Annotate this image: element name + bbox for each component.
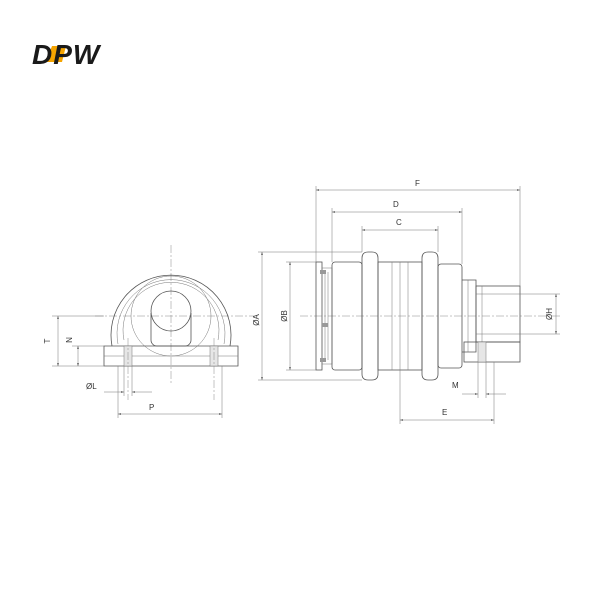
side-mount-hole (477, 341, 487, 363)
logo-accent-mark (46, 46, 66, 62)
dim-N-label: N (65, 337, 74, 343)
dim-B-label: ØB (280, 310, 289, 322)
dpw-logo: DPW (32, 40, 102, 70)
dim-F-label: F (415, 179, 420, 188)
front-view: T N ØL P (43, 245, 255, 418)
dim-H-label: ØH (545, 308, 554, 320)
dim-C-label: C (396, 218, 402, 227)
front-inner-ring (122, 282, 220, 341)
dim-D-label: D (393, 200, 399, 209)
side-shaft-end (475, 285, 521, 343)
front-mounting-foot (103, 345, 239, 367)
side-seal-lip-bottom (320, 358, 326, 362)
side-hub-right (437, 263, 463, 369)
dim-P-label: P (149, 403, 154, 412)
side-seal-lip-top (320, 270, 326, 274)
side-view: F D C ØA ØB ØH M E (252, 179, 560, 424)
dim-E-label: E (442, 408, 447, 417)
dim-T-label: T (43, 338, 52, 343)
front-shaft-circle (150, 290, 192, 332)
front-ring-groove (116, 279, 226, 345)
dim-L-label: ØL (86, 382, 97, 391)
front-outer-ring (110, 274, 232, 347)
side-mount-block (463, 341, 521, 363)
side-seal-lip-mid (322, 323, 328, 327)
side-flange-left (361, 251, 379, 381)
dim-A-label: ØA (252, 314, 261, 326)
logo-text: DPW (32, 40, 102, 70)
side-flange-right (421, 251, 439, 381)
dim-M-label: M (452, 381, 459, 390)
